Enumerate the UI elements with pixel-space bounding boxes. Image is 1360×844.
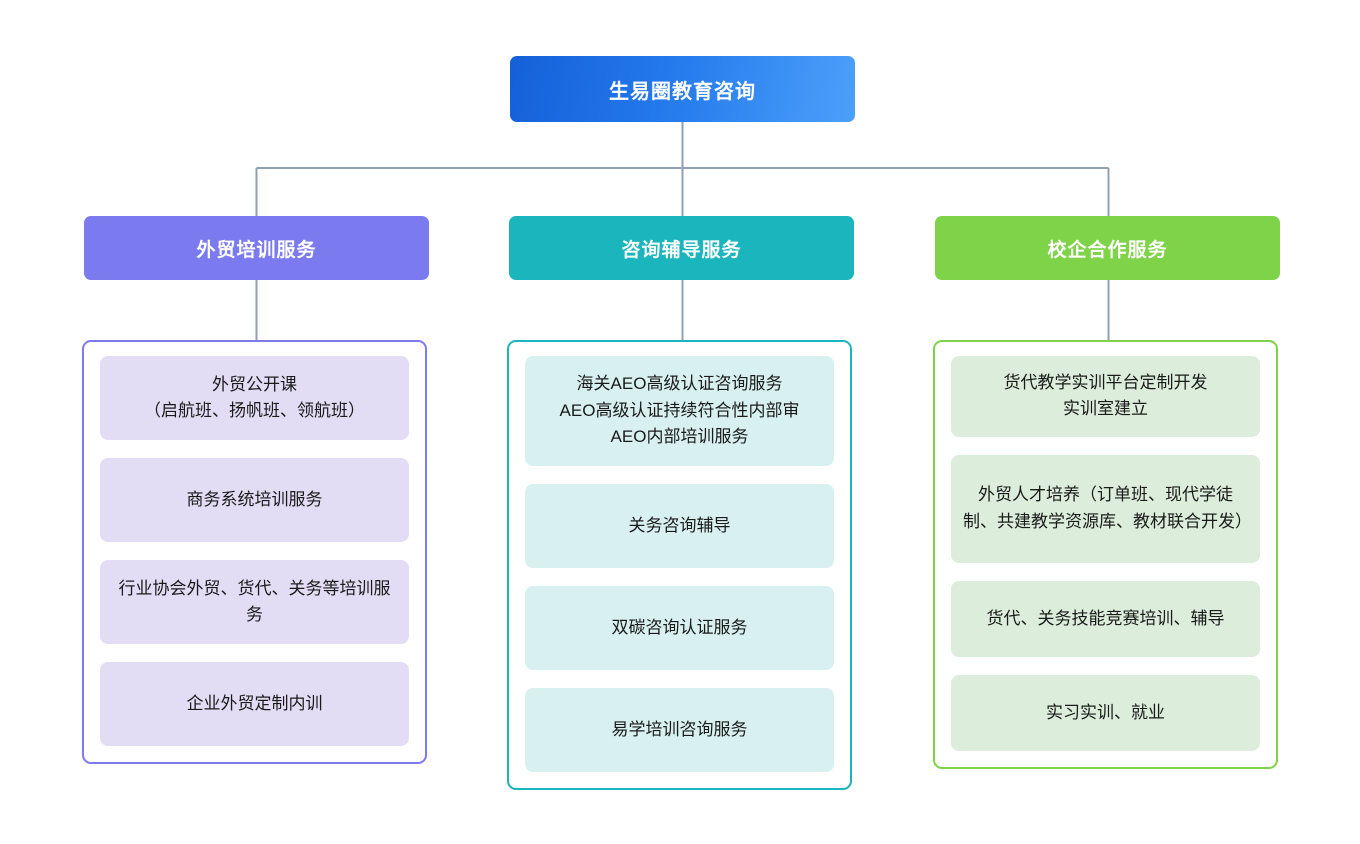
branch-items-container-xiaoqi-hezuo: 货代教学实训平台定制开发 实训室建立 外贸人才培养（订单班、现代学徒制、共建教学… [933,340,1278,769]
branch-header-xiaoqi-hezuo[interactable]: 校企合作服务 [935,216,1280,280]
branch-column-zixun-fudao: 咨询辅导服务 海关AEO高级认证咨询服务 AEO高级认证持续符合性内部审 AEO… [507,216,854,790]
item-card[interactable]: 货代教学实训平台定制开发 实训室建立 [951,356,1260,437]
branch-items-container-zixun-fudao: 海关AEO高级认证咨询服务 AEO高级认证持续符合性内部审 AEO内部培训服务 … [507,340,852,790]
item-card[interactable]: 企业外贸定制内训 [100,662,409,746]
item-card[interactable]: 海关AEO高级认证咨询服务 AEO高级认证持续符合性内部审 AEO内部培训服务 [525,356,834,466]
item-card[interactable]: 商务系统培训服务 [100,458,409,542]
branch-items-container-waimao-peixun: 外贸公开课 （启航班、扬帆班、领航班） 商务系统培训服务 行业协会外贸、货代、关… [82,340,427,764]
item-card[interactable]: 实习实训、就业 [951,674,1260,751]
item-card[interactable]: 外贸公开课 （启航班、扬帆班、领航班） [100,356,409,440]
item-card[interactable]: 行业协会外贸、货代、关务等培训服务 [100,560,409,644]
item-card[interactable]: 双碳咨询认证服务 [525,586,834,670]
branch-header-waimao-peixun[interactable]: 外贸培训服务 [84,216,429,280]
root-node[interactable]: 生易圈教育咨询 [510,56,855,122]
item-card[interactable]: 货代、关务技能竞赛培训、辅导 [951,580,1260,657]
branch-header-zixun-fudao[interactable]: 咨询辅导服务 [509,216,854,280]
item-card[interactable]: 易学培训咨询服务 [525,688,834,772]
item-card[interactable]: 外贸人才培养（订单班、现代学徒制、共建教学资源库、教材联合开发） [951,454,1260,563]
branch-column-waimao-peixun: 外贸培训服务 外贸公开课 （启航班、扬帆班、领航班） 商务系统培训服务 行业协会… [82,216,429,764]
branch-column-xiaoqi-hezuo: 校企合作服务 货代教学实训平台定制开发 实训室建立 外贸人才培养（订单班、现代学… [933,216,1280,769]
item-card[interactable]: 关务咨询辅导 [525,484,834,568]
